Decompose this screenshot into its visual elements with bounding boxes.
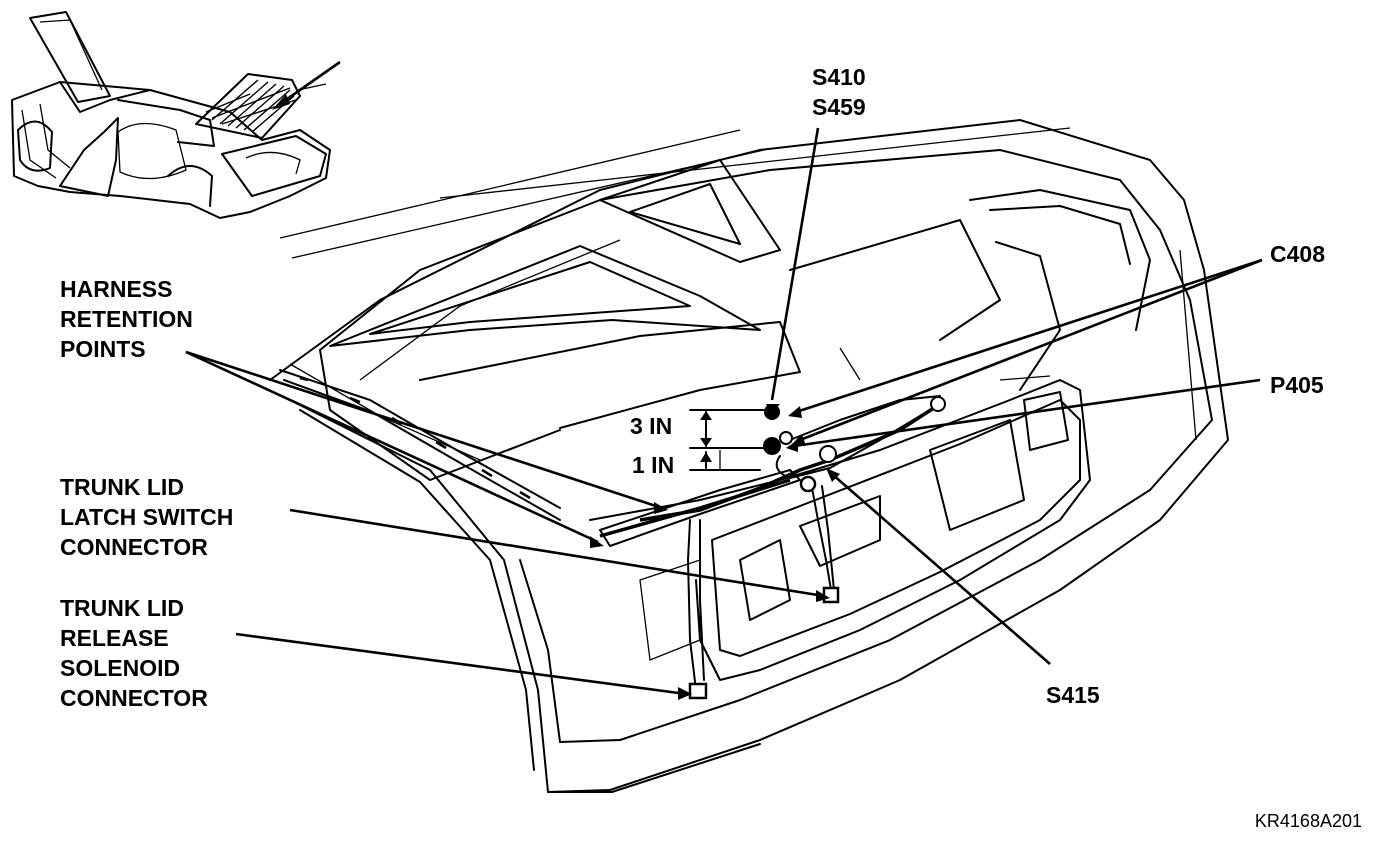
- s459-label: S459: [812, 94, 866, 120]
- c408-label: C408: [1270, 241, 1325, 267]
- harness-line-3: POINTS: [60, 336, 146, 362]
- figure-id: KR4168A201: [1254, 811, 1362, 831]
- latch-line-2: LATCH SWITCH: [60, 504, 234, 530]
- harness-line-2: RETENTION: [60, 306, 193, 332]
- dimension-markers: [689, 409, 771, 471]
- p405-label: P405: [1270, 372, 1324, 398]
- dimension-1in-label: 1 IN: [632, 452, 675, 478]
- harness-line-1: HARNESS: [60, 276, 173, 302]
- latch-line-3: CONNECTOR: [60, 534, 208, 560]
- dimension-3in-label: 3 IN: [630, 413, 673, 439]
- latch-line-1: TRUNK LID: [60, 474, 184, 500]
- solenoid-line-1: TRUNK LID: [60, 595, 184, 621]
- s410-label: S410: [812, 64, 866, 90]
- trunk-lid-illustration: [269, 119, 1229, 793]
- harness-retention-points-label: HARNESS RETENTION POINTS: [60, 274, 193, 364]
- solenoid-line-4: CONNECTOR: [60, 685, 208, 711]
- release-solenoid-connector-label: TRUNK LID RELEASE SOLENOID CONNECTOR: [60, 593, 208, 713]
- solenoid-line-3: SOLENOID: [60, 655, 181, 681]
- s415-label: S415: [1046, 682, 1100, 708]
- vehicle-locator-inset: [11, 11, 341, 219]
- latch-switch-connector-label: TRUNK LID LATCH SWITCH CONNECTOR: [60, 472, 233, 562]
- leader-lines: [185, 127, 1263, 700]
- solenoid-line-2: RELEASE: [60, 625, 169, 651]
